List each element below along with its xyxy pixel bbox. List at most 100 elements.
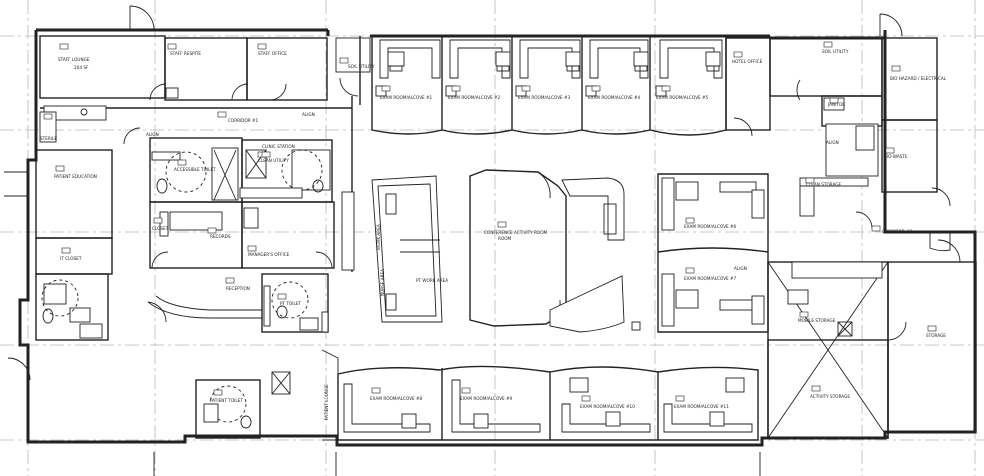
svg-text:204 SF: 204 SF [74, 65, 89, 70]
label-bio-hazard: BIO HAZARD / ELECTRICAL [890, 65, 947, 81]
svg-text:ALIGN: ALIGN [146, 132, 159, 137]
label-soil-utility: SOIL UTILITY [339, 57, 375, 69]
svg-text:EXAM ROOM/ALCOVE #2: EXAM ROOM/ALCOVE #2 [448, 95, 501, 100]
center-stations [341, 130, 641, 333]
label-mobile-storage: MOBILE STORAGE [798, 311, 836, 323]
label-exam-1: EXAM ROOM/ALCOVE #1 [380, 85, 433, 100]
svg-text:ALIGN: ALIGN [826, 140, 839, 145]
svg-text:ACCESSIBLE TOILET: ACCESSIBLE TOILET [174, 167, 216, 172]
mid-exam-alcoves [657, 173, 769, 333]
label-exam-11: EXAM ROOM/ALCOVE #11 [674, 395, 729, 409]
label-activity-storage: ACTIVITY STORAGE [810, 385, 850, 399]
label-work-area: WORK AREA [376, 224, 381, 250]
label-exam-10: EXAM ROOM/ALCOVE #10 [580, 395, 635, 409]
label-soil-utility-2: SOIL UTILITY [822, 41, 849, 54]
svg-text:STAFF RESPITE: STAFF RESPITE [170, 51, 201, 56]
svg-text:IT CLOSET: IT CLOSET [60, 256, 82, 261]
label-pt-toilet: PT TOILET [277, 293, 301, 306]
svg-text:EXAM ROOM/ALCOVE #8: EXAM ROOM/ALCOVE #8 [370, 396, 423, 401]
label-exam-5: EXAM ROOM/ALCOVE #5 [656, 85, 709, 100]
label-exam-9: EXAM ROOM/ALCOVE #9 [460, 387, 513, 401]
label-pt-work-area: PT WORK AREA [416, 278, 448, 283]
svg-text:STORAGE: STORAGE [926, 333, 946, 338]
svg-text:RECEPTION: RECEPTION [226, 286, 250, 291]
svg-text:CORRIDOR #2: CORRIDOR #2 [882, 229, 913, 234]
svg-text:ACTIVITY STORAGE: ACTIVITY STORAGE [810, 394, 850, 399]
left-middle-rooms [4, 127, 141, 341]
storage-area [767, 239, 977, 439]
svg-text:EXAM ROOM/ALCOVE #9: EXAM ROOM/ALCOVE #9 [460, 396, 513, 401]
top-right-rooms [725, 37, 951, 252]
label-records: RECORDS [207, 227, 231, 239]
top-left-rooms [39, 35, 371, 143]
label-patient-toilet: PATIENT TOILET [210, 389, 243, 403]
svg-text:STAFF LOUNGE: STAFF LOUNGE [58, 57, 90, 62]
label-hotel-office: HOTEL OFFICE [732, 51, 763, 64]
svg-text:EXAM ROOM/ALCOVE #6: EXAM ROOM/ALCOVE #6 [684, 224, 737, 229]
svg-text:ROOM: ROOM [498, 236, 512, 241]
svg-text:CLINIC STATION: CLINIC STATION [262, 144, 295, 149]
label-sterile: STERILE [40, 113, 57, 141]
svg-text:SOIL UTILITY: SOIL UTILITY [822, 49, 849, 54]
align-notes: ALIGN ALIGN ALIGN ALIGN [146, 112, 839, 271]
label-exam-3: EXAM ROOM/ALCOVE #3 [518, 85, 571, 100]
svg-text:CLEAN STORAGE: CLEAN STORAGE [806, 182, 842, 187]
reception-area [147, 273, 329, 333]
svg-text:MOBILE STORAGE: MOBILE STORAGE [798, 318, 836, 323]
svg-text:CONFERENCE ACTIVITY ROOM: CONFERENCE ACTIVITY ROOM [484, 230, 548, 235]
label-exam-8: EXAM ROOM/ALCOVE #8 [370, 387, 423, 401]
svg-text:BIO-WASTE: BIO-WASTE [884, 154, 908, 159]
svg-text:EXAM ROOM/ALCOVE #4: EXAM ROOM/ALCOVE #4 [588, 95, 641, 100]
svg-text:PATIENT EDUCATION: PATIENT EDUCATION [54, 174, 97, 179]
room-labels: STAFF LOUNGE 204 SF STAFF RESPITE STAFF O… [40, 41, 947, 420]
bottom-exam-alcoves [337, 365, 759, 441]
svg-text:ALIGN: ALIGN [302, 112, 315, 117]
svg-text:EXAM ROOM/ALCOVE #1: EXAM ROOM/ALCOVE #1 [380, 95, 433, 100]
label-janitor: JANITOR [827, 97, 845, 107]
svg-text:EXAM ROOM/ALCOVE #11: EXAM ROOM/ALCOVE #11 [674, 404, 729, 409]
svg-text:CORRIDOR #1: CORRIDOR #1 [228, 118, 259, 123]
label-patient-lounge: PATIENT LOUNGE [324, 384, 329, 420]
label-storage: STORAGE [926, 325, 946, 338]
label-corridor-1: CORRIDOR #1 [217, 111, 259, 123]
label-manager-office: MANAGER'S OFFICE [247, 245, 290, 257]
label-it-closet: IT CLOSET [60, 247, 82, 261]
label-exam-4: EXAM ROOM/ALCOVE #4 [588, 85, 641, 100]
label-exam-6: EXAM ROOM/ALCOVE #6 [684, 217, 737, 229]
svg-text:CLEAN UTILITY: CLEAN UTILITY [258, 158, 289, 163]
label-bio-waste: BIO-WASTE [884, 147, 908, 159]
svg-text:STERILE: STERILE [40, 136, 57, 141]
svg-text:CLOSET: CLOSET [152, 226, 169, 231]
label-reception: RECEPTION [225, 277, 250, 291]
label-staff-respite: STAFF RESPITE [167, 43, 201, 56]
svg-text:PT TOILET: PT TOILET [280, 301, 301, 306]
label-patient-education: PATIENT EDUCATION [54, 165, 97, 179]
label-exam-7: EXAM ROOM/ALCOVE #7 [684, 267, 737, 281]
label-staff-office: STAFF OFFICE [257, 43, 287, 56]
label-exam-2: EXAM ROOM/ALCOVE #2 [448, 85, 501, 100]
svg-text:WORK AREA: WORK AREA [376, 224, 381, 250]
svg-text:JANITOR: JANITOR [827, 102, 845, 107]
svg-text:RECORDS: RECORDS [210, 234, 231, 239]
svg-text:PATIENT LOUNGE: PATIENT LOUNGE [324, 384, 329, 420]
svg-text:PATIENT TOILET: PATIENT TOILET [210, 398, 243, 403]
label-clean-storage: CLEAN STORAGE [805, 177, 842, 187]
label-nurse-area: NURSE AREA [380, 269, 385, 296]
svg-text:PT WORK AREA: PT WORK AREA [416, 278, 448, 283]
svg-text:MANAGER'S OFFICE: MANAGER'S OFFICE [248, 252, 290, 257]
bottom-left-rooms [7, 301, 761, 476]
service-core [149, 137, 335, 269]
svg-text:BIO HAZARD / ELECTRICAL: BIO HAZARD / ELECTRICAL [890, 76, 947, 81]
label-closet: CLOSET [152, 217, 169, 231]
svg-text:EXAM ROOM/ALCOVE #5: EXAM ROOM/ALCOVE #5 [656, 95, 709, 100]
svg-text:EXAM ROOM/ALCOVE #3: EXAM ROOM/ALCOVE #3 [518, 95, 571, 100]
top-exam-alcoves [371, 36, 727, 136]
label-corridor-2: CORRIDOR #2 [871, 225, 913, 234]
svg-text:ALIGN: ALIGN [734, 266, 747, 271]
svg-text:EXAM ROOM/ALCOVE #10: EXAM ROOM/ALCOVE #10 [580, 404, 635, 409]
svg-text:HOTEL OFFICE: HOTEL OFFICE [732, 59, 763, 64]
svg-text:SOIL UTILITY: SOIL UTILITY [348, 64, 375, 69]
